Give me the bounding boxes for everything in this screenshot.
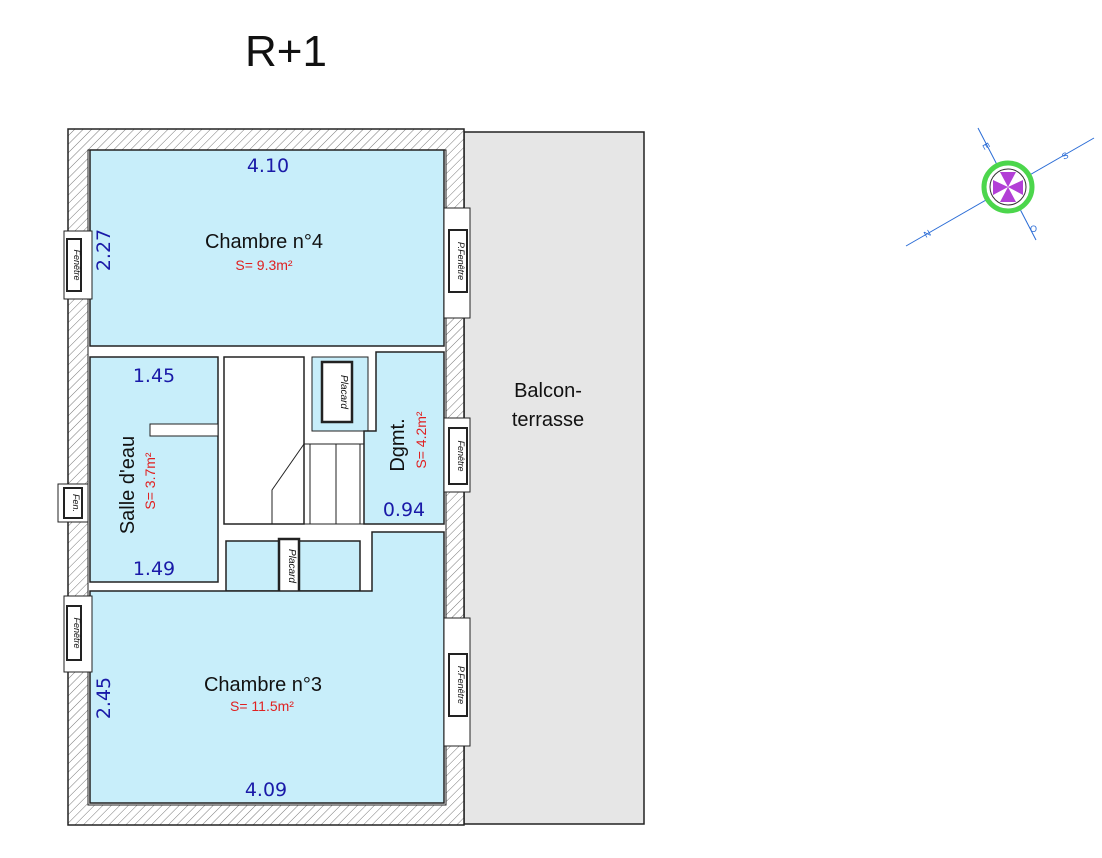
window-left-mid <box>63 487 83 519</box>
chambre-3-name: Chambre n°3 <box>204 674 322 696</box>
compass-petals <box>993 172 1023 202</box>
chambre-3-depth: 2.45 <box>93 677 115 719</box>
balcony-label-line2: terrasse <box>512 409 584 431</box>
placard-bottom-label: Placard <box>286 549 297 583</box>
stair-treads <box>304 443 364 525</box>
chambre-4-width: 4.10 <box>247 155 289 177</box>
room-salle-eau <box>89 356 219 583</box>
stair-landing <box>224 443 305 525</box>
dgmt-width: 0.94 <box>383 499 425 521</box>
window-right-bottom-label: P.Fenêtre <box>456 666 466 704</box>
chambre-3-area: S= 11.5m² <box>230 698 294 714</box>
window-left-top <box>66 238 82 292</box>
compass-north: N <box>922 228 933 240</box>
stairwell <box>223 356 305 525</box>
room-chambre-4 <box>89 149 445 347</box>
window-right-mid <box>448 427 468 485</box>
salle-eau-top-width: 1.45 <box>133 365 175 387</box>
chambre-4-area: S= 9.3m² <box>235 257 293 273</box>
compass-rose: N S E O <box>905 127 1095 247</box>
balcony-label-line1: Balcon- <box>514 380 582 402</box>
salle-eau-name: Salle d'eau <box>117 436 139 534</box>
window-left-bottom <box>66 605 82 661</box>
compass-east: E <box>980 141 992 151</box>
window-right-bottom <box>448 653 468 717</box>
window-right-top-label: P.Fenêtre <box>456 242 466 280</box>
room-dgmt <box>363 351 445 525</box>
window-left-bottom-label: Fenêtre <box>72 617 82 648</box>
compass-south: S <box>1060 150 1070 162</box>
window-left-top-label: Fenêtre <box>72 249 82 280</box>
window-right-mid-label: Fenêtre <box>456 440 466 471</box>
salle-eau-bottom-width: 1.49 <box>133 558 175 580</box>
salle-eau-area: S= 3.7m² <box>142 452 158 510</box>
chambre-3-width: 4.09 <box>245 779 287 801</box>
chambre-4-depth: 2.27 <box>93 229 115 271</box>
window-right-top <box>448 229 468 293</box>
compass-west: O <box>1030 224 1037 234</box>
balcony-area <box>463 131 645 825</box>
dgmt-name: Dgmt. <box>387 418 409 471</box>
salle-eau-notch <box>149 423 219 437</box>
chambre-4-name: Chambre n°4 <box>205 231 323 253</box>
room-chambre-3 <box>89 531 445 804</box>
dgmt-area: S= 4.2m² <box>413 411 429 469</box>
window-left-mid-label: Fen. <box>71 494 81 512</box>
placard-top-label: Placard <box>338 375 349 409</box>
placard-top <box>320 360 354 424</box>
plan-title: R+1 <box>245 27 327 76</box>
